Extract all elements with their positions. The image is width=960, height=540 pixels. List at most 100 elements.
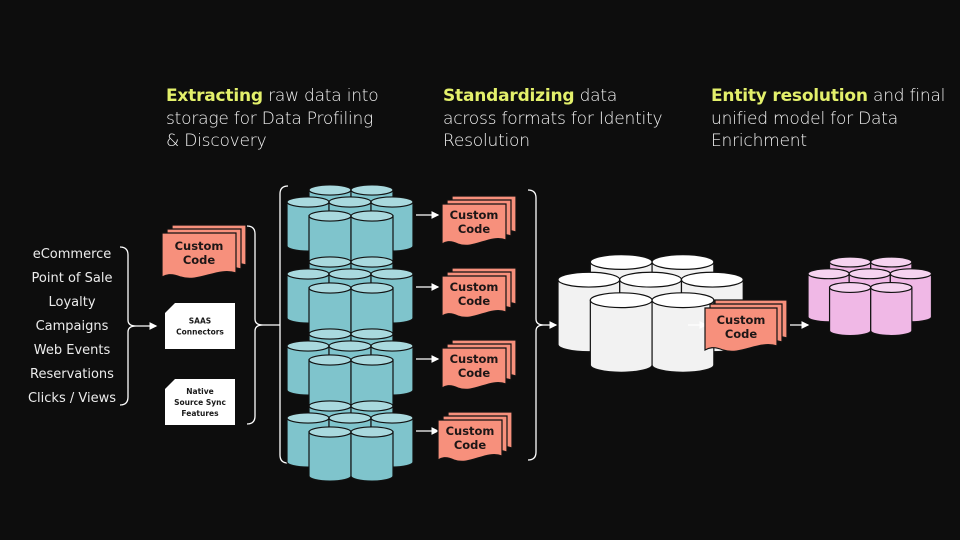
page-shape	[704, 307, 778, 352]
cylinder-top	[370, 412, 414, 424]
connector-label: Native	[186, 387, 213, 396]
database-cylinder	[828, 281, 872, 337]
cylinder-body	[651, 299, 715, 373]
cylinder-top	[308, 328, 352, 340]
heading-text: and final unified model for Data Enrichm…	[711, 86, 946, 151]
source-item: Point of Sale	[31, 271, 113, 286]
page-shape	[441, 275, 507, 318]
page-shape	[437, 419, 503, 462]
custom-code-label: Custom	[446, 424, 495, 438]
cylinder-top	[350, 256, 394, 268]
cylinder-top	[589, 253, 653, 271]
raw-storage-bracket	[279, 185, 289, 464]
cylinder-top	[328, 412, 372, 424]
cylinder-top	[286, 412, 330, 424]
raw-storage-cluster	[286, 256, 414, 338]
cylinder-top	[308, 282, 352, 294]
cylinder-top	[328, 196, 372, 208]
cylinder-top	[807, 268, 850, 280]
cylinder-top	[870, 281, 913, 294]
sources-brace	[119, 246, 137, 406]
cylinder-top	[308, 184, 352, 196]
cylinder-top	[870, 256, 913, 268]
heading-highlight: Extracting	[166, 86, 263, 106]
cylinder-top	[370, 268, 414, 280]
custom-code-label: Custom	[717, 313, 766, 327]
connector-label: Connectors	[176, 328, 224, 337]
cylinder-body	[870, 286, 913, 337]
cylinder-top	[328, 340, 372, 352]
standardize-brace	[527, 189, 545, 461]
database-cylinder	[308, 354, 352, 410]
cylinder-top	[828, 256, 872, 268]
cylinder-top	[619, 271, 683, 288]
saas-connectors-card: SAAS Connectors	[165, 303, 235, 349]
cylinder-top	[370, 340, 414, 352]
cylinder-top	[589, 292, 653, 309]
cylinder-top	[328, 268, 372, 280]
heading-text: raw data into storage for Data Profiling…	[166, 86, 379, 151]
cylinder-top	[286, 268, 330, 280]
cylinder-top	[651, 292, 715, 309]
cylinder-top	[350, 210, 394, 222]
cylinder-top	[308, 354, 352, 366]
custom-code-label: Code	[458, 222, 491, 236]
cylinder-body	[350, 431, 394, 482]
connector-label: Source Sync	[174, 398, 226, 407]
cylinder-top	[350, 426, 394, 438]
database-cylinder	[308, 426, 352, 482]
source-item: eCommerce	[32, 247, 112, 262]
cylinder-top	[286, 196, 330, 208]
standardized-storage-cluster	[557, 253, 744, 373]
cylinder-body	[308, 431, 352, 482]
custom-code-label: Code	[725, 327, 758, 341]
connector-label: SAAS	[189, 317, 211, 326]
cylinder-top	[557, 271, 621, 288]
source-item: Campaigns	[35, 319, 109, 334]
cylinder-top	[848, 268, 891, 280]
custom-code-label: Code	[458, 366, 491, 380]
custom-code-label: Code	[454, 438, 487, 452]
tools-brace	[246, 225, 264, 425]
cylinder-top	[308, 256, 352, 268]
raw-storage-cluster	[286, 328, 414, 410]
source-item: Loyalty	[48, 295, 96, 310]
custom-code-label: Custom	[175, 239, 224, 253]
cylinder-body	[828, 286, 872, 337]
cylinder-top	[350, 400, 394, 412]
unified-storage-cluster	[807, 256, 933, 337]
source-item: Clicks / Views	[27, 391, 117, 406]
custom-code-label: Custom	[450, 208, 499, 222]
cylinder-top	[651, 253, 715, 271]
cylinder-body	[589, 299, 653, 373]
heading-text: data across formats for Identity Resolut…	[443, 86, 663, 151]
cylinder-top	[308, 210, 352, 222]
heading-entity-resolution: Entity resolution and final unified mode…	[711, 85, 951, 153]
document-shape	[165, 303, 235, 349]
cylinder-top	[680, 271, 744, 288]
heading-standardizing: Standardizing data across formats for Id…	[443, 85, 663, 153]
heading-highlight: Standardizing	[443, 86, 575, 106]
custom-code-label: Custom	[450, 280, 499, 294]
database-cylinder	[870, 281, 913, 337]
cylinder-top	[370, 196, 414, 208]
cylinder-top	[308, 400, 352, 412]
source-item: Web Events	[33, 343, 111, 358]
page-shape	[441, 203, 507, 246]
raw-storage-cluster	[286, 184, 414, 266]
page-shape	[161, 232, 237, 279]
source-item: Reservations	[30, 367, 114, 382]
cylinder-top	[350, 328, 394, 340]
connector-label: Features	[181, 409, 219, 418]
cylinder-top	[889, 268, 933, 280]
cylinder-top	[828, 281, 872, 294]
database-cylinder	[589, 292, 653, 373]
heading-highlight: Entity resolution	[711, 86, 868, 106]
cylinder-top	[350, 354, 394, 366]
